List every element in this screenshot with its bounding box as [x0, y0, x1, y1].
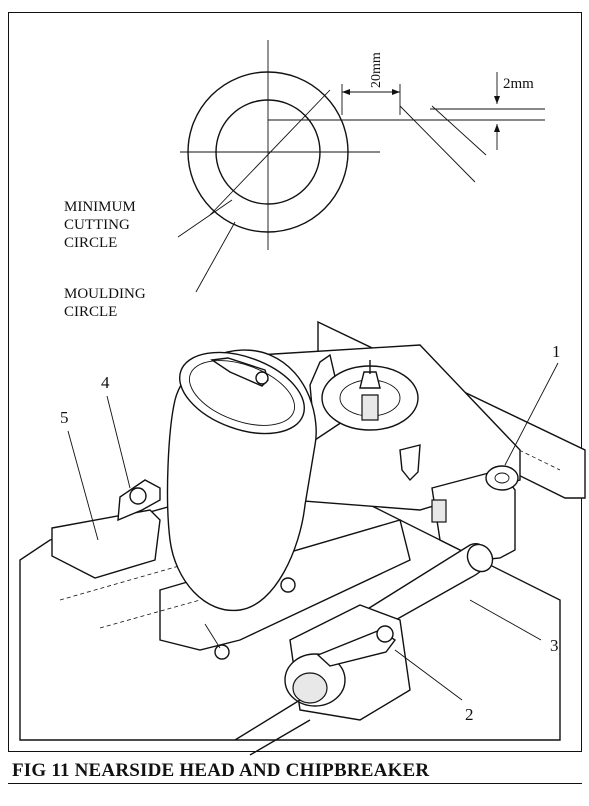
- dimension-20-label: 20mm: [369, 52, 384, 88]
- table-fixing-1-shaft: [204, 623, 221, 649]
- front-clamp-lever: [316, 629, 397, 667]
- callout-3: 3: [550, 636, 559, 655]
- min-circle-label-line3: CIRCLE: [64, 235, 117, 251]
- clamp-boss: [485, 465, 519, 491]
- left-support-plate: [51, 509, 161, 579]
- min-circle-label-line1: MINIMUM: [64, 199, 136, 215]
- hood-outlet: [178, 351, 306, 435]
- clamp-bolt: [431, 499, 447, 523]
- machine-illustration: [19, 320, 586, 756]
- spindle-nut: [359, 371, 381, 389]
- moulding-circle-leader: [195, 221, 236, 293]
- callout-5: 5: [60, 408, 69, 427]
- callout-4-leader: [106, 395, 131, 489]
- dimension-2-arrow-b: [494, 124, 500, 132]
- support-clamp-knob: [129, 487, 147, 505]
- caption-rule: [8, 783, 582, 784]
- front-bar-line-b: [249, 719, 311, 756]
- spindle-collar: [361, 394, 379, 421]
- callout-4: 4: [101, 373, 110, 392]
- slide-bar-end: [466, 543, 494, 573]
- moulding-circle: [187, 71, 349, 233]
- left-dash-b: [99, 599, 201, 629]
- callout-1: 1: [552, 342, 561, 361]
- front-bar-line-a: [234, 699, 301, 741]
- cutter-line-1: [399, 105, 476, 183]
- hood-lever-knob: [255, 371, 269, 385]
- figure-frame: [8, 12, 582, 752]
- housing-lever: [399, 444, 421, 482]
- figure-caption: FIG 11 NEARSIDE HEAD AND CHIPBREAKER: [12, 760, 430, 781]
- front-clamp-knob: [376, 625, 394, 643]
- callout-1-leader: [504, 362, 559, 466]
- callout-3-leader: [469, 599, 542, 641]
- table-fixing-2: [280, 577, 296, 593]
- dimension-2-arrow-a: [494, 96, 500, 104]
- min-circle-label-line2: CUTTING: [64, 217, 130, 233]
- dimension-2-label: 2mm: [503, 76, 534, 92]
- cutter-line-2: [431, 105, 487, 156]
- front-clamp-bore-inner: [292, 672, 328, 704]
- callouts: 1 2 3 4 5: [60, 342, 561, 724]
- table-fixing-1: [214, 644, 230, 660]
- moulding-circle-label-line2: CIRCLE: [64, 304, 117, 320]
- min-circle-leader: [177, 199, 233, 238]
- callout-5-leader: [67, 430, 99, 541]
- dimension-20-arrow-left: [342, 89, 350, 95]
- callout-2: 2: [465, 705, 474, 724]
- dimension-20-arrow-right: [392, 89, 400, 95]
- cutting-circle-detail: 20mm 2mm MINIMUM CUTTING CIRCLE MOULDING…: [64, 40, 545, 320]
- moulding-circle-label-line1: MOULDING: [64, 286, 146, 302]
- clamp-boss-hole: [494, 472, 510, 484]
- callout-2-leader: [394, 649, 463, 701]
- diagonal-line: [209, 89, 331, 216]
- minimum-cutting-circle: [215, 99, 321, 205]
- hood-outlet-inner: [188, 360, 296, 426]
